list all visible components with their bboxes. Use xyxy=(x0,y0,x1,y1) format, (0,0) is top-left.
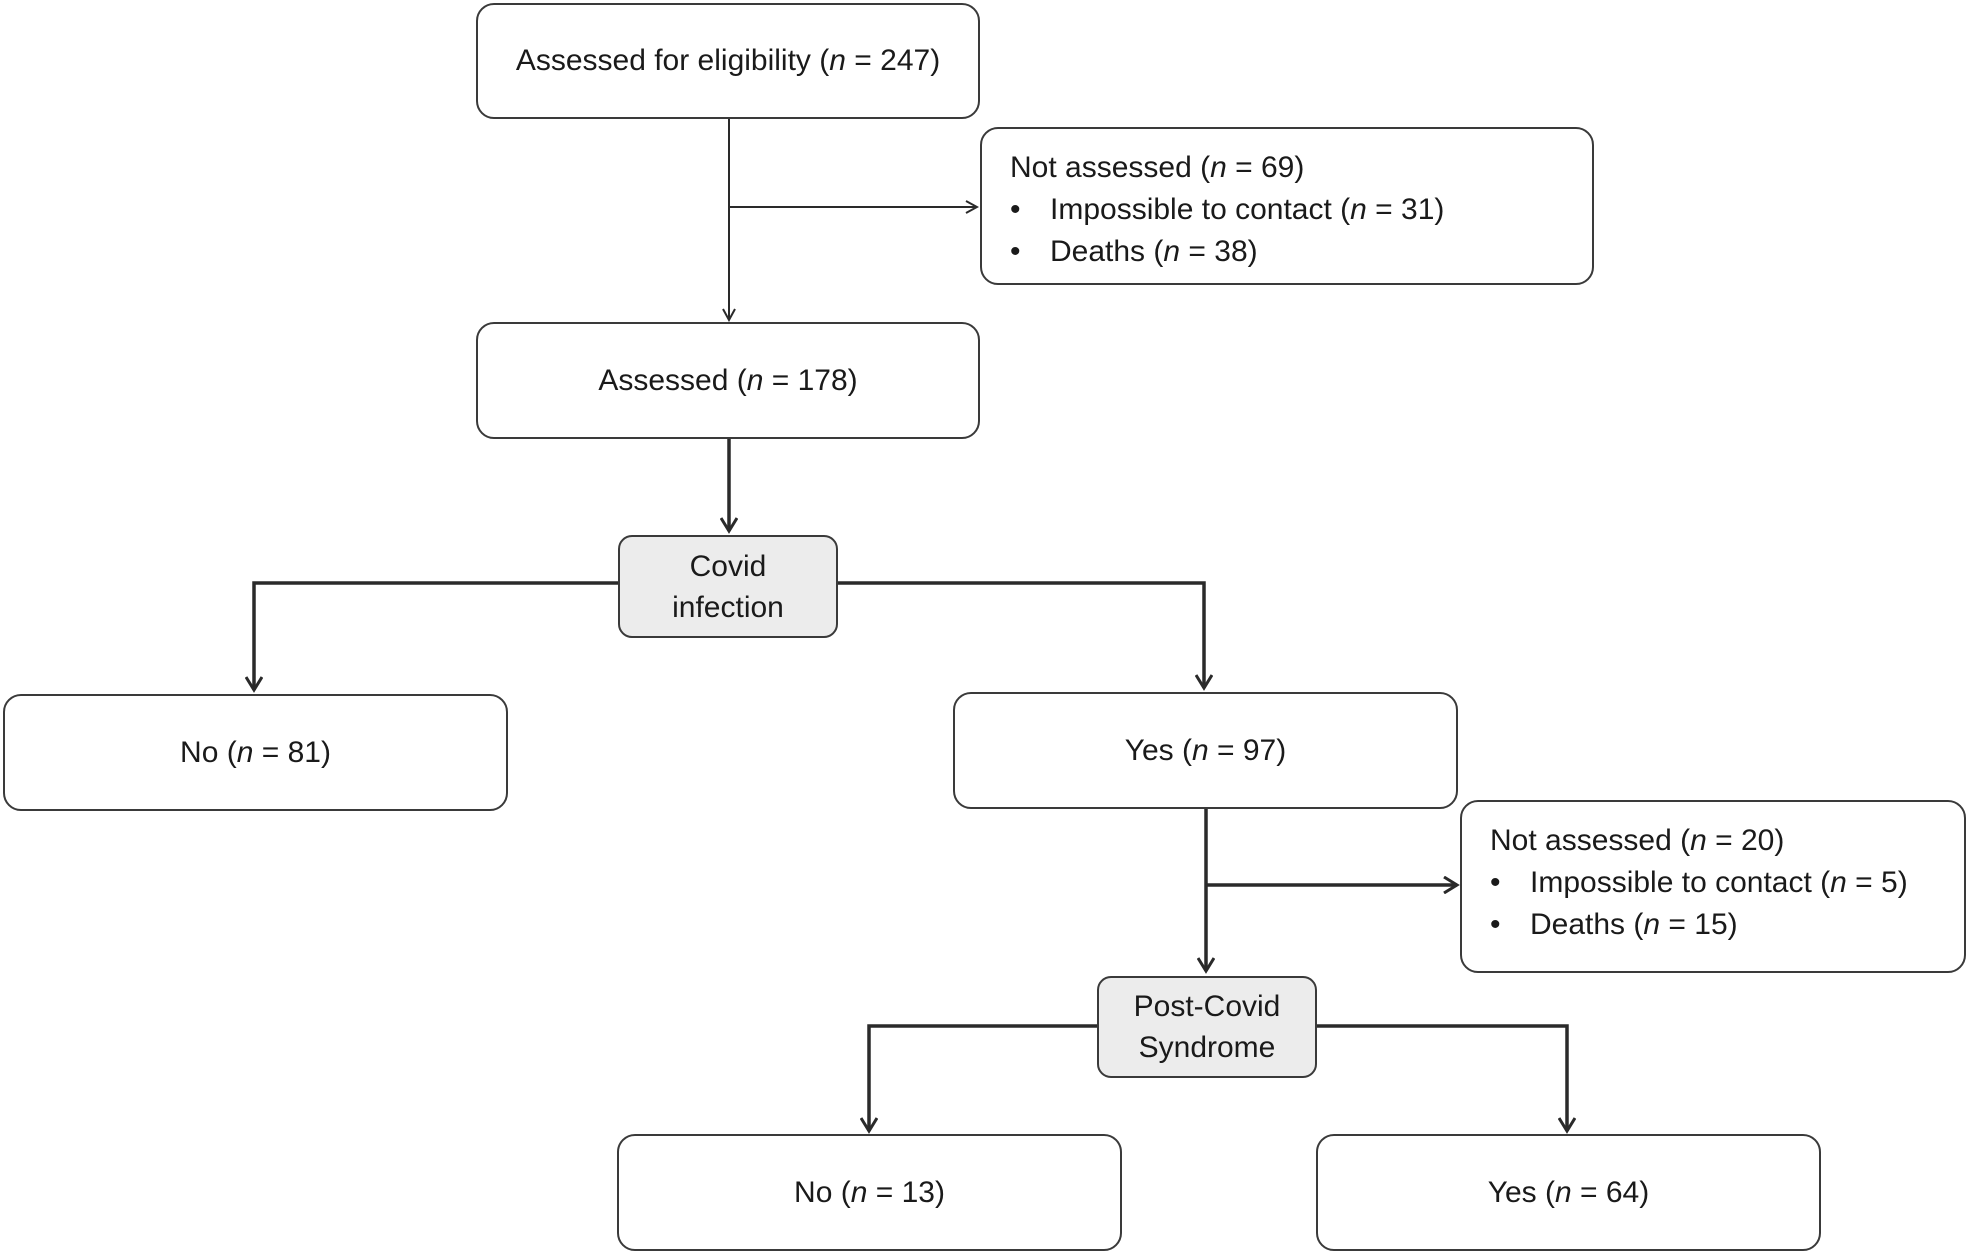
covid-infection-line2: infection xyxy=(672,590,784,624)
not-assessed-1-item-contact: •Impossible to contact (n = 31) xyxy=(1010,193,1445,226)
box-yes-covid: Yes (n = 97) xyxy=(953,692,1458,809)
not-assessed-1-title: Not assessed (n = 69) xyxy=(1010,151,1305,184)
post-covid-line1: Post-Covid xyxy=(1133,990,1281,1023)
connector-covid-to-yes xyxy=(837,581,1204,688)
connector-covid-to-no xyxy=(254,581,619,690)
box-covid-infection: Covid infection xyxy=(618,535,838,638)
post-covid-line2: Syndrome xyxy=(1138,1031,1276,1064)
not-assessed-2-item-contact: •Impossible to contact (n = 5) xyxy=(1490,866,1908,899)
label-yes-post-covid: Yes (n = 64) xyxy=(1487,1175,1650,1209)
connector-post-covid-to-yes xyxy=(1315,1024,1567,1131)
box-post-covid-syndrome: Post-Covid Syndrome xyxy=(1097,976,1317,1078)
box-assessed-for-eligibility: Assessed for eligibility (n = 247) xyxy=(476,3,980,119)
box-assessed: Assessed (n = 178) xyxy=(476,322,980,439)
box-not-assessed-2: Not assessed (n = 20) •Impossible to con… xyxy=(1460,800,1966,973)
label-eligibility: Assessed for eligibility (n = 247) xyxy=(515,44,941,77)
connector-post-covid-to-no xyxy=(869,1024,1099,1131)
label-no-post-covid: No (n = 13) xyxy=(794,1175,945,1209)
box-yes-post-covid: Yes (n = 64) xyxy=(1316,1134,1821,1251)
not-assessed-2-title: Not assessed (n = 20) xyxy=(1490,824,1785,857)
covid-infection-line1: Covid xyxy=(689,549,767,583)
label-yes-covid: Yes (n = 97) xyxy=(1124,733,1287,767)
label-assessed: Assessed (n = 178) xyxy=(598,363,858,397)
not-assessed-2-item-deaths: •Deaths (n = 15) xyxy=(1490,908,1738,941)
box-not-assessed-1: Not assessed (n = 69) •Impossible to con… xyxy=(980,127,1594,285)
box-no-covid: No (n = 81) xyxy=(3,694,508,811)
label-no-covid: No (n = 81) xyxy=(180,735,331,769)
not-assessed-1-item-deaths: •Deaths (n = 38) xyxy=(1010,235,1258,268)
box-no-post-covid: No (n = 13) xyxy=(617,1134,1122,1251)
